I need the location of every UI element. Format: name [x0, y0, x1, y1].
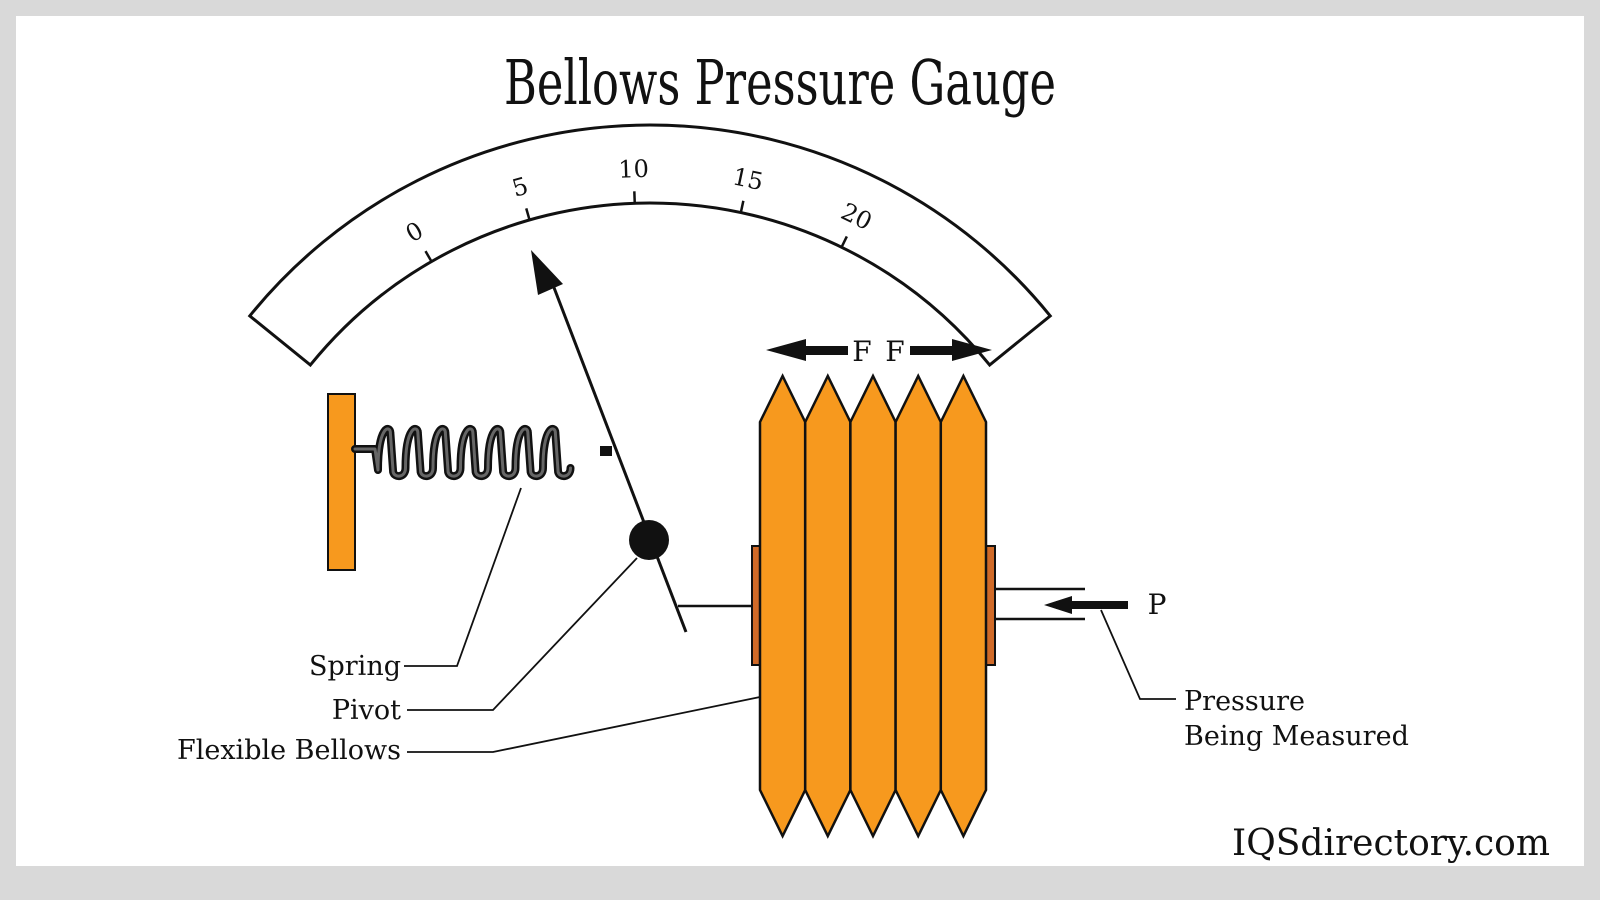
spring-attachment	[600, 446, 612, 456]
spring	[351, 425, 612, 481]
bellows-fold	[849, 373, 897, 839]
force-left-shaft	[800, 346, 848, 355]
bellows-fold	[803, 373, 852, 839]
dial-tick-label: 10	[618, 155, 650, 184]
pressure-arrow-shaft	[1056, 601, 1128, 609]
spring-anchor-block	[327, 393, 356, 571]
callout-lines	[404, 487, 1176, 753]
pressure-arrow-icon	[1044, 596, 1072, 614]
dial-tick	[525, 208, 531, 221]
dial-tick-label: 15	[730, 162, 766, 196]
bellows-callout-line	[407, 696, 761, 753]
gauge-pointer	[531, 250, 688, 633]
bellows-fold	[894, 373, 943, 839]
flexible-bellows-label: Flexible Bellows	[177, 735, 401, 766]
dial-tick-label: 5	[509, 172, 531, 203]
pointer-shaft	[551, 284, 688, 633]
dial-face	[247, 123, 1053, 368]
force-left-label: F	[852, 335, 871, 368]
pressure-label-line1: Pressure	[1184, 686, 1305, 717]
force-right-shaft	[910, 346, 958, 355]
pressure-callout-line	[1100, 609, 1176, 700]
pressure-label: P	[1148, 588, 1167, 621]
flexible-bellows	[758, 373, 988, 839]
spring-label: Spring	[309, 651, 401, 682]
diagram-title: Bellows Pressure Gauge	[504, 46, 1056, 119]
bellows-fold	[939, 373, 988, 839]
force-right-label: F	[885, 335, 904, 368]
pivot-label: Pivot	[332, 695, 401, 726]
dial-tick	[739, 200, 745, 213]
pressure-inlet: P	[995, 587, 1167, 621]
force-arrows: F F	[766, 335, 992, 368]
dial-tick	[424, 250, 433, 263]
pivot-callout-line	[407, 557, 638, 711]
spring-callout-line	[404, 487, 522, 667]
pointer-arrowhead-icon	[531, 250, 563, 295]
arrow-right-icon	[952, 339, 992, 361]
bellows-fold	[758, 373, 807, 839]
dial-tick	[840, 235, 848, 248]
pivot-icon	[629, 520, 669, 560]
brand-watermark: IQSdirectory.com	[1232, 823, 1550, 864]
pressure-label-line2: Being Measured	[1184, 721, 1409, 752]
arrow-left-icon	[766, 339, 806, 361]
